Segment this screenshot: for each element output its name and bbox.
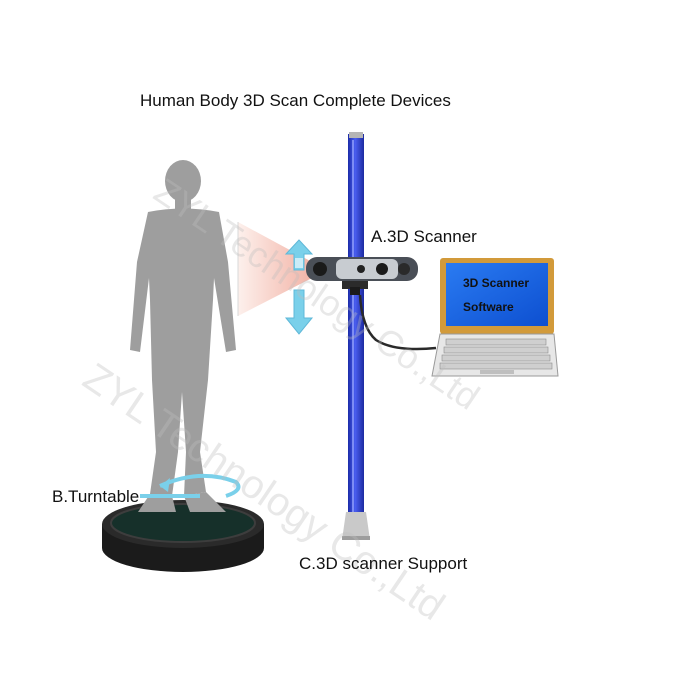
usb-cable — [358, 294, 437, 351]
scanner-support-pole — [342, 132, 370, 540]
support-label: C.3D scanner Support — [299, 554, 468, 573]
human-silhouette — [130, 160, 236, 512]
3d-scanner-device — [306, 257, 418, 295]
rotation-arrow-icon — [140, 473, 241, 498]
laptop-screen-text-line1: 3D Scanner — [463, 276, 530, 290]
vertical-move-arrows-icon — [284, 239, 314, 335]
laptop — [431, 258, 559, 377]
scanner-label: A.3D Scanner — [371, 227, 477, 246]
diagram-title: Human Body 3D Scan Complete Devices — [140, 91, 451, 110]
scan-beam — [238, 222, 312, 316]
turntable — [102, 500, 264, 572]
turntable-label: B.Turntable — [52, 487, 140, 506]
laptop-screen-text-line2: Software — [463, 300, 514, 314]
